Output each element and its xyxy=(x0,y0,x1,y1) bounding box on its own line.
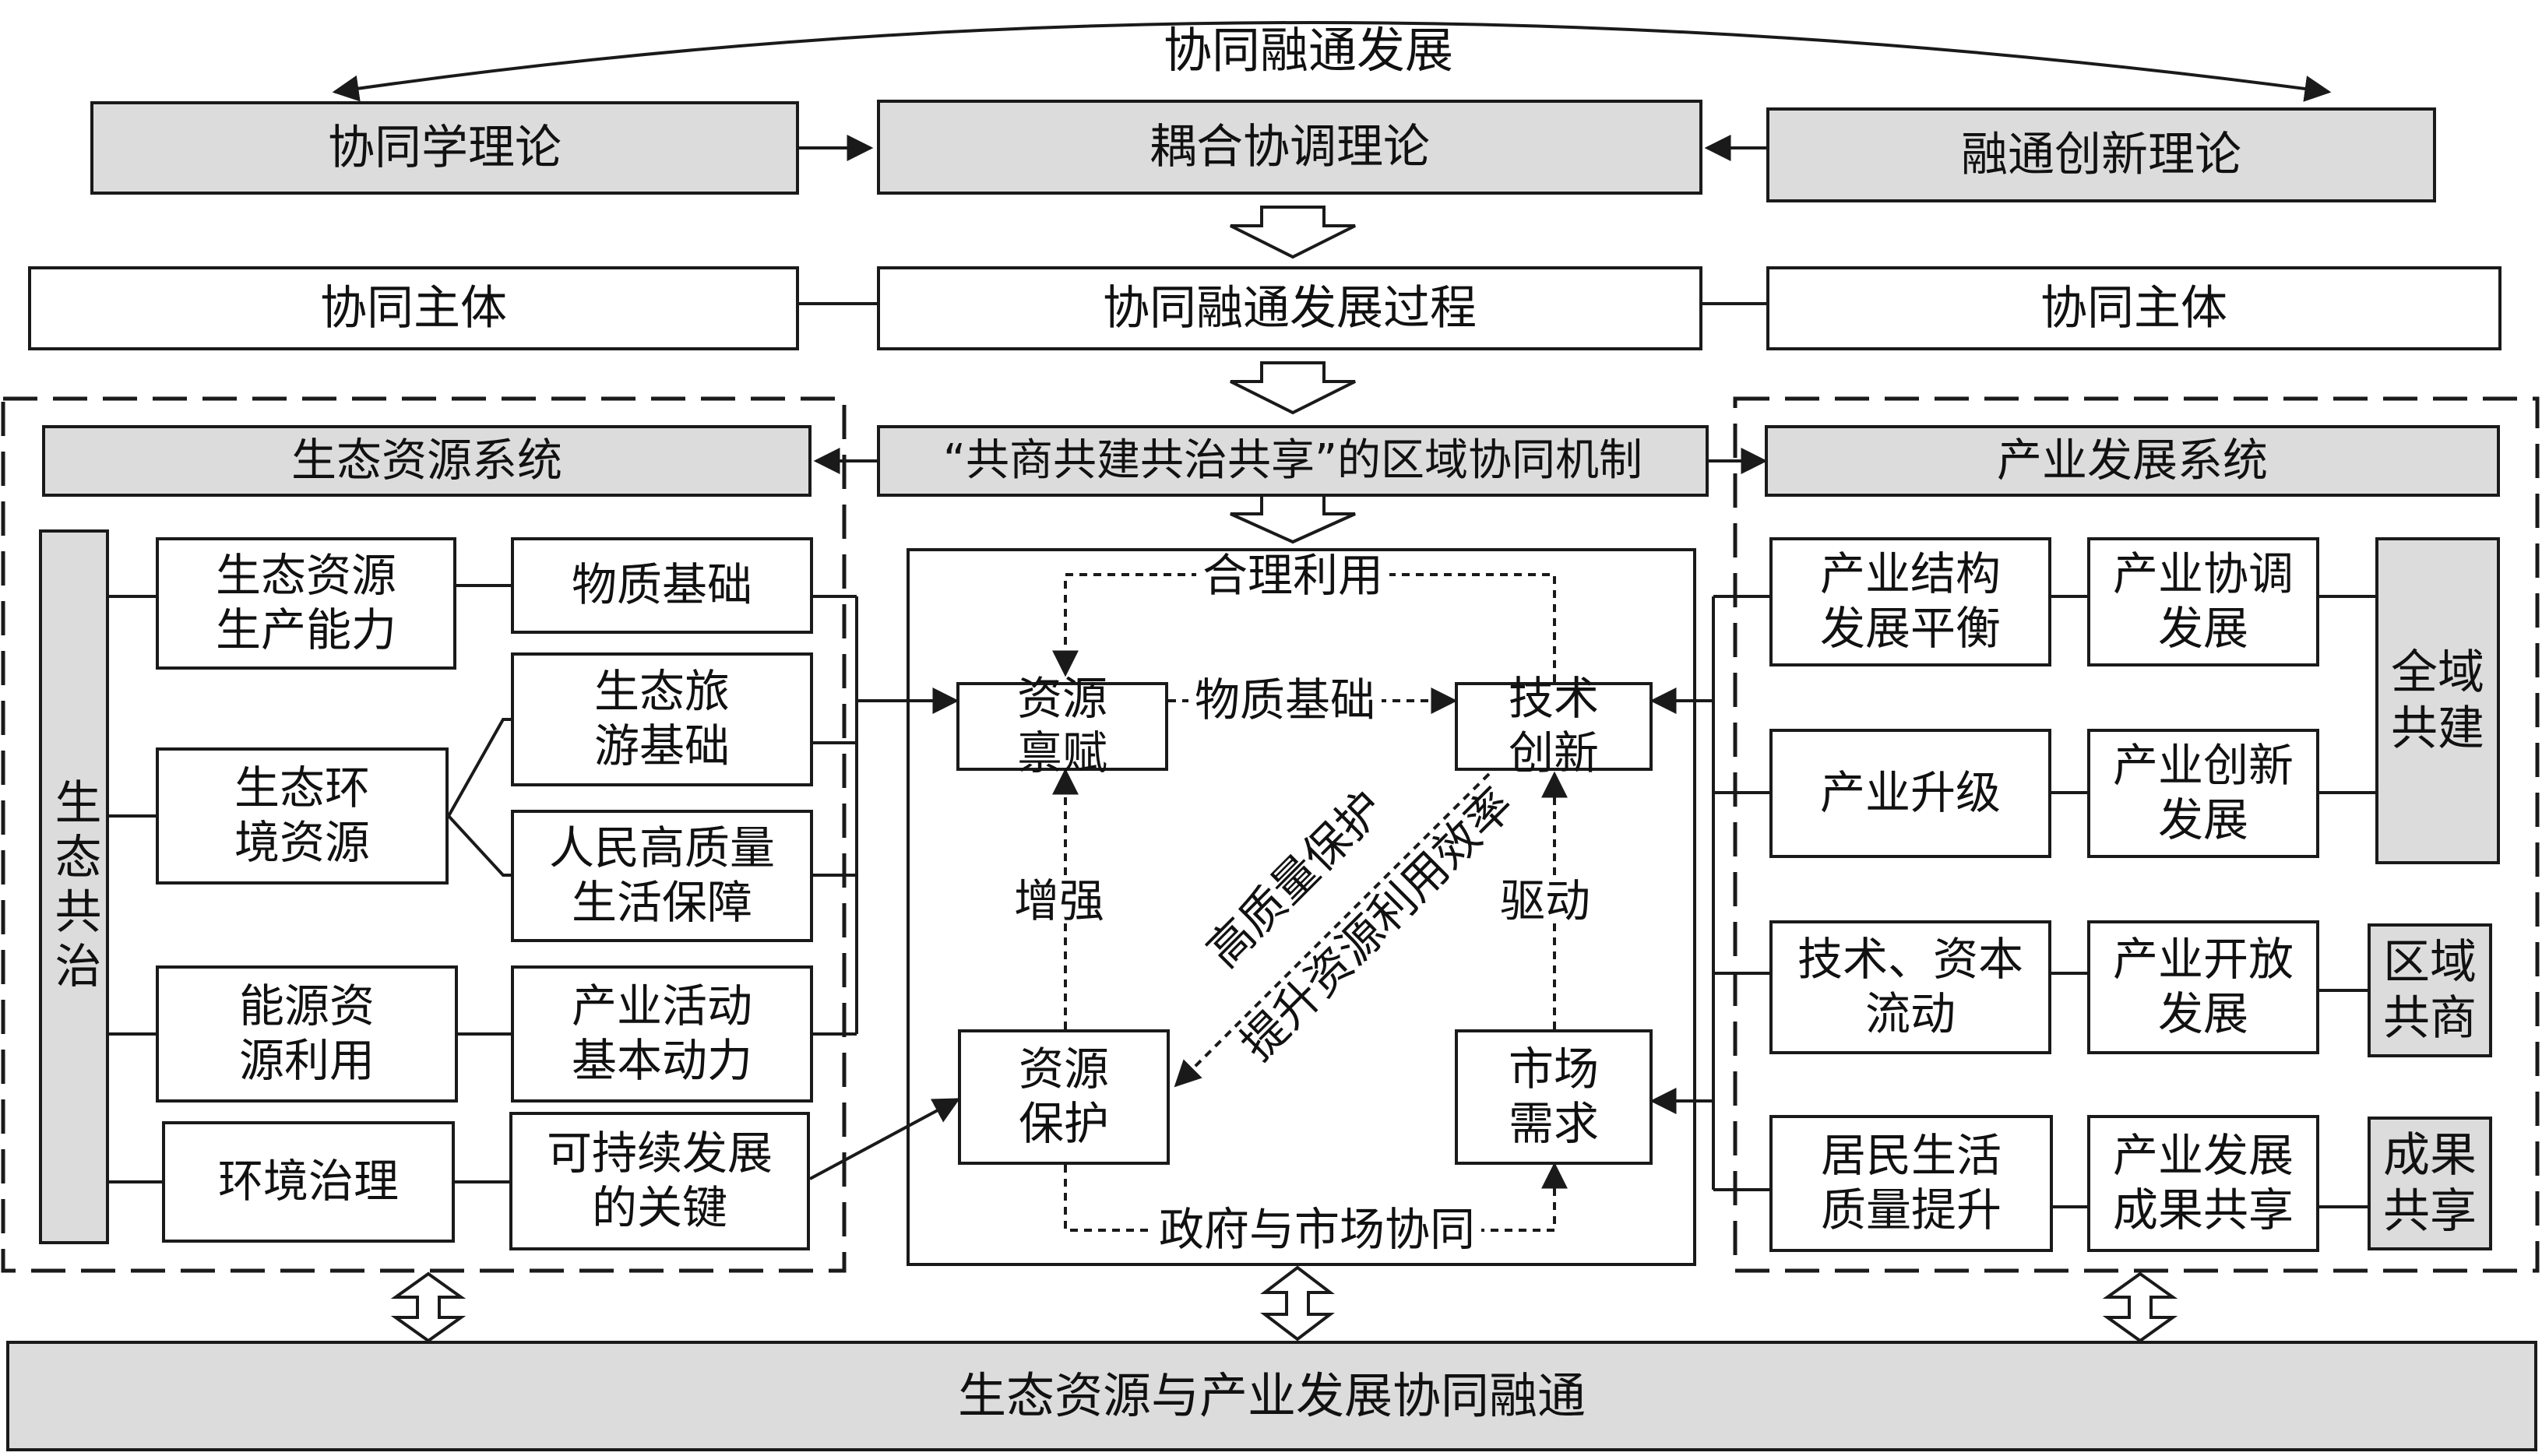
eco-col1-item-1: 生态资源 生产能力 xyxy=(156,537,456,670)
ind-side-shared-results: 成果 共享 xyxy=(2368,1117,2492,1250)
node-resource-endowment: 资源 禀赋 xyxy=(956,672,1168,779)
ind-col1-item-1: 产业结构 发展平衡 xyxy=(1769,537,2051,666)
ind-col2-item-2: 产业创新 发展 xyxy=(2087,729,2319,858)
ind-col2-item-3: 产业开放 发展 xyxy=(2087,920,2319,1054)
ind-side-regional-consultation: 区域 共商 xyxy=(2368,923,2492,1057)
eco-system-title: 生态资源系统 xyxy=(42,425,812,497)
center-frame xyxy=(907,548,1696,1266)
eco-col1-item-2: 生态环 境资源 xyxy=(156,747,449,885)
hollow-double-arrow-left xyxy=(390,1271,467,1343)
eco-side-label: 生态共治 xyxy=(47,778,101,996)
label-enhance: 增强 xyxy=(1008,878,1111,923)
industry-tree-lines xyxy=(1712,595,2375,1208)
label-gov-market: 政府与市场协同 xyxy=(1153,1207,1482,1252)
industry-system-title: 产业发展系统 xyxy=(1765,425,2500,497)
label-material-basis: 物质基础 xyxy=(1188,677,1382,723)
eco-system-boundary xyxy=(1,396,847,1273)
hollow-down-arrow-2 xyxy=(1230,361,1356,415)
theory-coupling: 耦合协调理论 xyxy=(877,100,1702,195)
ind-col1-item-2: 产业升级 xyxy=(1769,729,2051,858)
hollow-down-arrow-1 xyxy=(1230,206,1356,259)
hollow-double-arrow-right xyxy=(2102,1271,2178,1343)
ind-side-joint-construction: 全域 共建 xyxy=(2375,537,2500,864)
eco-col2-item-3: 人民高质量 生活保障 xyxy=(511,810,813,942)
eco-side-bar: 生态共治 xyxy=(39,529,109,1244)
eco-col1-item-4: 环境治理 xyxy=(162,1121,455,1243)
bottom-bar: 生态资源与产业发展协同融通 xyxy=(6,1341,2537,1451)
top-curve-arrow xyxy=(332,21,2332,102)
hollow-down-arrow-3 xyxy=(1230,494,1356,544)
theory-synergetics: 协同学理论 xyxy=(90,101,799,195)
industry-system-boundary xyxy=(1733,396,2540,1273)
ind-col2-item-1: 产业协调 发展 xyxy=(2087,537,2319,666)
top-label: 协同融通发展 xyxy=(1157,26,1460,75)
mechanism-box: “共商共建共治共享”的区域协同机制 xyxy=(877,425,1709,497)
node-tech-innovation: 技术 创新 xyxy=(1455,672,1653,779)
hollow-double-arrow-center xyxy=(1260,1265,1335,1342)
ind-col1-item-4: 居民生活 质量提升 xyxy=(1769,1115,2053,1252)
node-resource-protection: 资源 保护 xyxy=(958,1029,1170,1165)
process-subject-right: 协同主体 xyxy=(1766,266,2502,350)
theory-innovation: 融通创新理论 xyxy=(1766,107,2436,202)
arrow-eco-to-protection xyxy=(809,1098,960,1180)
label-rational-use: 合理利用 xyxy=(1196,553,1390,598)
eco-col2-item-4: 产业活动 基本动力 xyxy=(511,965,813,1103)
label-drive: 驱动 xyxy=(1494,878,1597,923)
process-subject-left: 协同主体 xyxy=(28,266,799,350)
node-market-demand: 市场 需求 xyxy=(1455,1029,1653,1165)
ind-col1-item-3: 技术、资本 流动 xyxy=(1769,920,2051,1054)
eco-col2-item-1: 物质基础 xyxy=(511,537,813,634)
eco-tree-lines xyxy=(109,584,858,1183)
eco-col2-item-2: 生态旅 游基础 xyxy=(511,652,813,786)
eco-col2-item-5: 可持续发展 的关键 xyxy=(509,1112,810,1250)
eco-col1-item-3: 能源资 源利用 xyxy=(156,965,458,1103)
ind-col2-item-4: 产业发展 成果共享 xyxy=(2087,1115,2319,1252)
process-center: 协同融通发展过程 xyxy=(877,266,1702,350)
